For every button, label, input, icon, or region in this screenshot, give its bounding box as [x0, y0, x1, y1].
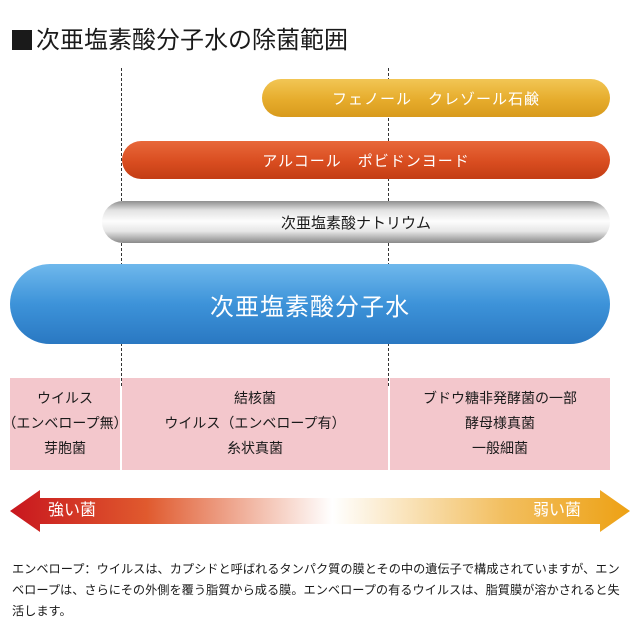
microbe-item: ウイルス（エンベロープ有）: [164, 415, 346, 432]
resistance-arrow: [10, 490, 630, 532]
arrow-label-weak: 弱い菌: [533, 500, 582, 519]
microbe-item: ウイルス: [37, 390, 93, 407]
microbe-cell-group3: ブドウ糖非発酵菌の一部 酵母様真菌 一般細菌: [390, 378, 610, 470]
microbe-cell-group2: 結核菌 ウイルス（エンベロープ有） 糸状真菌: [122, 378, 388, 470]
microbe-item: 芽胞菌: [44, 440, 86, 457]
microbe-cell-group1: ウイルス （エンベロープ無） 芽胞菌: [2, 378, 128, 470]
microbe-item: ブドウ糖非発酵菌の一部: [423, 390, 577, 407]
bar-alcohol-povidone: アルコール ポビドンヨード: [122, 141, 610, 179]
bar-sodium-label: 次亜塩素酸ナトリウム: [280, 213, 431, 232]
microbe-item: （エンベロープ無）: [2, 415, 128, 432]
arrow-shape: [10, 490, 630, 532]
bar-hypochlorous-water: 次亜塩素酸分子水: [10, 264, 610, 344]
bar-phenol-label: フェノール クレゾール石鹸: [331, 89, 540, 108]
arrow-label-strong: 強い菌: [48, 500, 97, 519]
bar-hypochlorous-label: 次亜塩素酸分子水: [210, 292, 410, 321]
microbe-item: 結核菌: [234, 390, 276, 407]
microbe-item: 酵母様真菌: [465, 415, 535, 432]
bar-phenol-cresol: フェノール クレゾール石鹸: [262, 79, 610, 117]
microbe-item: 一般細菌: [472, 440, 528, 457]
page-title: 次亜塩素酸分子水の除菌範囲: [12, 24, 348, 56]
bar-sodium-hypochlorite: 次亜塩素酸ナトリウム: [102, 201, 610, 243]
footnote-envelope: エンベロープ：ウイルスは、カプシドと呼ばれるタンパク質の膜とその中の遺伝子で構成…: [12, 562, 620, 618]
microbe-item: 糸状真菌: [227, 440, 283, 457]
title-text: 次亜塩素酸分子水の除菌範囲: [36, 26, 348, 54]
bar-alcohol-label: アルコール ポビドンヨード: [262, 151, 470, 170]
title-square-icon: [12, 30, 32, 50]
